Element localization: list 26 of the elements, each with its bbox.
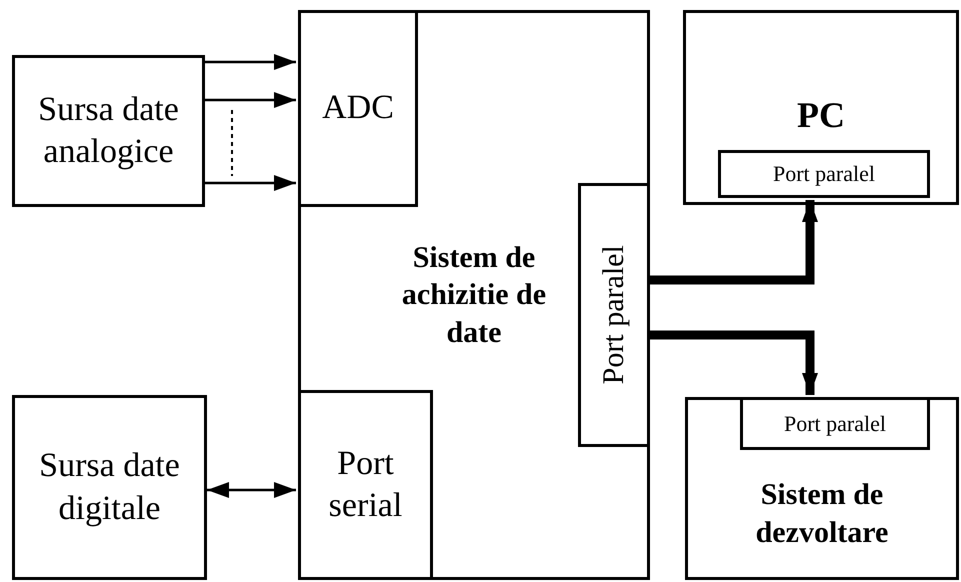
block-label: Port paralel — [784, 410, 886, 438]
arrow — [205, 92, 296, 108]
block-label: Port paralel — [772, 160, 876, 188]
block-label: ADC — [322, 88, 394, 128]
port-box — [740, 397, 930, 450]
port-box — [578, 183, 650, 447]
block-box — [12, 395, 207, 580]
arrow — [650, 200, 818, 284]
block-label: Port paralel — [596, 245, 632, 385]
block-label: Sistem de achizitie de date — [400, 240, 548, 351]
arrow — [205, 175, 296, 191]
block-box — [298, 390, 433, 580]
block-box — [298, 10, 650, 580]
block-box — [12, 55, 205, 207]
port-box — [718, 150, 930, 198]
block-label: Sursa date digitale — [38, 446, 181, 528]
arrow — [207, 482, 296, 498]
block-label: Port serial — [328, 444, 404, 526]
arrow — [650, 330, 818, 395]
block-label: PC — [797, 94, 845, 137]
arrow — [205, 54, 296, 70]
block-box — [298, 10, 418, 207]
block-box — [685, 397, 959, 580]
block-box — [683, 10, 959, 205]
block-label: Sursa date analogice — [37, 90, 180, 172]
block-label: Sistem de dezvoltare — [754, 477, 890, 550]
